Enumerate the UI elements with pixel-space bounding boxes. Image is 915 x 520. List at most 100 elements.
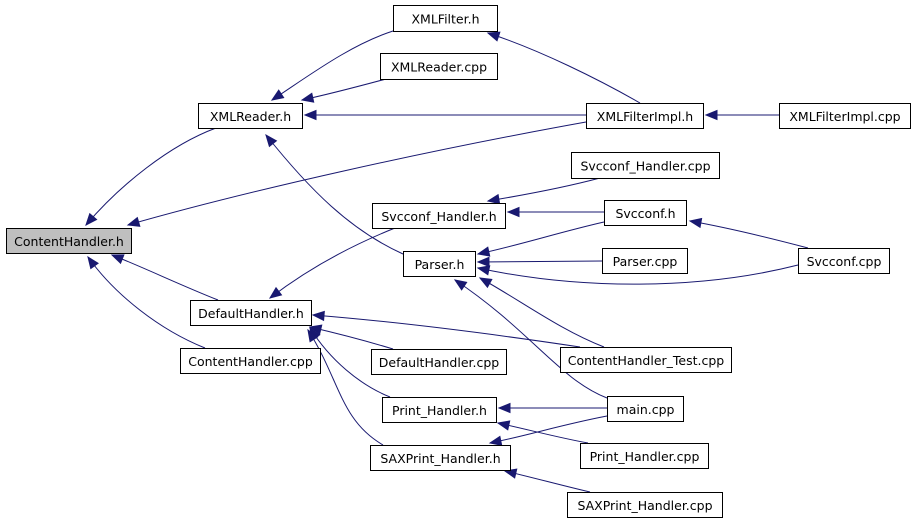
edge-main-cpp-to-parser-h [453,279,608,399]
node-box[interactable] [580,443,709,469]
node-label[interactable]: DefaultHandler.cpp [379,355,500,370]
arrowhead-icon [476,265,491,276]
node-defaulthandler-h[interactable]: DefaultHandler.h [190,300,312,326]
node-box[interactable] [607,396,684,422]
node-xmlfilter-h[interactable]: XMLFilter.h [393,5,498,32]
node-label[interactable]: XMLReader.cpp [391,60,487,75]
node-label[interactable]: ContentHandler_Test.cpp [568,353,725,368]
node-label[interactable]: SAXPrint_Handler.h [380,451,500,466]
node-box[interactable] [571,152,720,179]
node-box[interactable] [190,300,312,326]
edge-line [489,415,608,444]
node-box[interactable] [372,203,506,229]
node-xmlfilterimpl-cpp[interactable]: XMLFilterImpl.cpp [779,103,911,129]
node-svcconf-handler-h[interactable]: Svcconf_Handler.h [372,203,506,229]
node-label[interactable]: Print_Handler.h [392,403,487,418]
node-svcconf-cpp[interactable]: Svcconf.cpp [798,248,890,274]
node-xmlreader-h[interactable]: XMLReader.h [198,103,303,129]
node-xmlreader-cpp[interactable]: XMLReader.cpp [380,53,498,80]
edge-main-cpp-to-print-handler-h [497,402,607,414]
node-label[interactable]: Svcconf_Handler.h [381,209,496,224]
node-print-handler-h[interactable]: Print_Handler.h [382,397,497,423]
node-box[interactable] [403,251,476,277]
node-label[interactable]: Parser.cpp [613,254,678,269]
arrowhead-icon [476,246,491,257]
node-main-cpp[interactable]: main.cpp [607,396,684,422]
node-box[interactable] [393,5,498,32]
node-box[interactable] [198,103,303,129]
node-xmlfilterimpl-h[interactable]: XMLFilterImpl.h [586,103,704,129]
arrowhead-icon [300,92,315,103]
node-svcconf-handler-cpp[interactable]: Svcconf_Handler.cpp [571,152,720,179]
node-print-handler-cpp[interactable]: Print_Handler.cpp [580,443,709,469]
arrowhead-icon [453,279,468,291]
node-label[interactable]: Print_Handler.cpp [590,449,700,464]
node-defaulthandler-cpp[interactable]: DefaultHandler.cpp [371,349,507,375]
node-box[interactable] [382,397,497,423]
node-box[interactable] [798,248,890,274]
node-box[interactable] [604,200,687,226]
arrowhead-icon [704,109,718,121]
edge-contenthandler-cpp-to-contenthandler-h [87,255,206,349]
edge-line [477,221,605,255]
edge-saxprint-handler-h-to-defaulthandler-h [307,328,384,446]
edge-line [85,127,217,226]
node-box[interactable] [602,248,688,274]
node-parser-cpp[interactable]: Parser.cpp [602,248,688,274]
node-label: ContentHandler.h [14,234,124,249]
edge-line [127,121,587,226]
arrowhead-icon [307,328,319,343]
node-box[interactable] [560,347,732,373]
node-svcconf-h[interactable]: Svcconf.h [604,200,687,226]
arrowhead-icon [496,420,511,431]
arrowhead-icon [486,193,501,205]
node-label[interactable]: Parser.h [415,257,465,272]
edge-xmlfilter-h-to-xmlreader-h [270,30,394,101]
node-label[interactable]: Svcconf.cpp [807,254,882,269]
node-label[interactable]: XMLFilterImpl.cpp [789,109,900,124]
node-label[interactable]: DefaultHandler.h [198,306,304,321]
node-label[interactable]: XMLReader.h [210,109,291,124]
node-box[interactable] [180,348,321,374]
edge-defaulthandler-cpp-to-defaulthandler-h [308,324,394,350]
node-contenthandler-h: ContentHandler.h [6,228,132,254]
edge-contenthandler-test-cpp-to-parser-h [478,277,605,348]
edge-xmlfilterimpl-cpp-to-xmlfilterimpl-h [704,109,779,121]
node-contenthandler-cpp[interactable]: ContentHandler.cpp [180,348,321,374]
node-box [6,228,132,254]
edge-main-cpp-to-saxprint-handler-h [488,415,608,446]
node-label[interactable]: ContentHandler.cpp [188,354,313,369]
node-label[interactable]: XMLFilter.h [411,12,479,27]
node-label[interactable]: Svcconf.h [615,206,675,221]
node-parser-h[interactable]: Parser.h [403,251,476,277]
node-contenthandler-test-cpp[interactable]: ContentHandler_Test.cpp [560,347,732,373]
arrowhead-icon [265,133,278,148]
node-label[interactable]: XMLFilterImpl.h [597,109,693,124]
node-box[interactable] [370,445,511,471]
arrowhead-icon [308,324,323,335]
edge-line [454,279,608,399]
edge-line [487,32,641,104]
node-label[interactable]: main.cpp [617,402,675,417]
node-label[interactable]: SAXPrint_Handler.cpp [577,498,712,513]
edge-svcconf-handler-h-to-defaulthandler-h [268,227,396,299]
node-box[interactable] [371,349,507,375]
edge-xmlreader-cpp-to-xmlreader-h [300,78,387,103]
edge-parser-h-to-xmlreader-h [265,133,404,255]
node-box[interactable] [586,103,704,129]
node-box[interactable] [779,103,911,129]
node-box[interactable] [567,492,723,518]
node-box[interactable] [380,53,498,80]
arrowhead-icon [488,435,503,446]
edge-svcconf-h-to-svcconf-handler-h [506,206,604,218]
arrowhead-icon [688,217,703,229]
node-saxprint-handler-h[interactable]: SAXPrint_Handler.h [370,445,511,471]
edge-xmlfilterimpl-h-to-xmlreader-h [303,109,586,121]
edge-contenthandler-test-cpp-to-defaulthandler-h [311,310,581,348]
edge-parser-cpp-to-parser-h [476,256,603,268]
node-saxprint-handler-cpp[interactable]: SAXPrint_Handler.cpp [567,492,723,518]
edge-line [87,256,206,349]
arrowhead-icon [497,402,511,414]
node-label[interactable]: Svcconf_Handler.cpp [580,159,710,174]
